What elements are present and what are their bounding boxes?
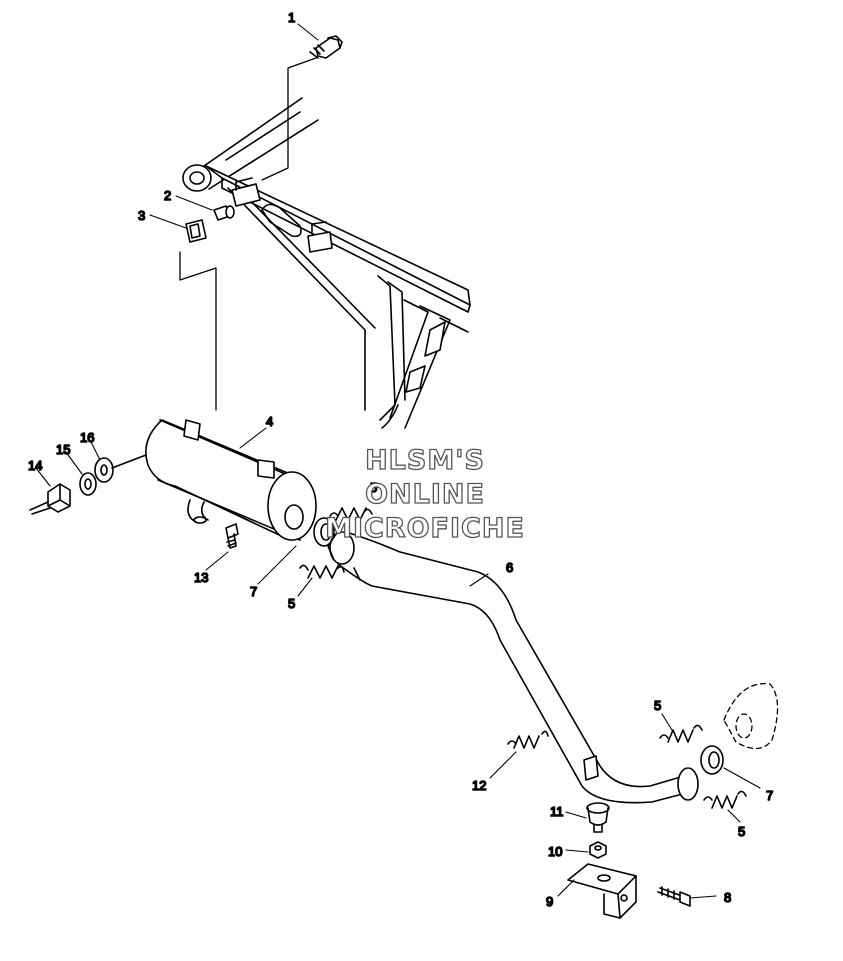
spring xyxy=(329,507,373,521)
callout-9: 9 xyxy=(546,894,553,909)
callout-13: 13 xyxy=(194,570,208,585)
spring xyxy=(299,564,345,579)
nut xyxy=(589,841,607,859)
isolator-bushing xyxy=(185,219,207,243)
callout-11: 11 xyxy=(550,804,564,819)
mount-bracket xyxy=(231,177,261,207)
mounting-hardware xyxy=(29,454,147,515)
muffler xyxy=(145,419,317,541)
callout-labels: 1 2 3 4 5 5 5 5 6 7 7 8 9 10 11 12 13 14… xyxy=(27,9,774,910)
callout-1: 1 xyxy=(288,10,295,25)
spring xyxy=(703,790,747,809)
screw xyxy=(225,523,239,549)
callout-7-rear: 7 xyxy=(766,788,773,803)
callout-6: 6 xyxy=(506,560,513,575)
callout-5-rear-upper: 5 xyxy=(654,698,661,713)
frame-rail xyxy=(182,97,471,429)
callout-4: 4 xyxy=(266,414,273,429)
exhaust-gasket-rear xyxy=(700,745,724,775)
engine-exhaust-port xyxy=(723,683,779,750)
callout-5-lower: 5 xyxy=(288,596,295,611)
rubber-mount xyxy=(586,802,610,833)
mounting-bracket xyxy=(567,863,637,919)
grommet xyxy=(213,205,235,221)
callout-2: 2 xyxy=(164,188,171,203)
bolt xyxy=(657,886,691,907)
bolt xyxy=(309,35,343,59)
leader-lines xyxy=(35,23,761,899)
callout-15: 15 xyxy=(56,442,70,457)
callout-10: 10 xyxy=(548,844,562,859)
callout-7-front: 7 xyxy=(250,584,257,599)
callout-16: 16 xyxy=(80,430,94,445)
callout-5-rear-lower: 5 xyxy=(738,824,745,839)
spring xyxy=(659,724,703,743)
exhaust-gasket xyxy=(313,517,335,547)
callout-3: 3 xyxy=(138,208,145,223)
callout-5-upper: 5 xyxy=(370,480,377,495)
exhaust-head-pipe xyxy=(327,531,699,804)
callout-14: 14 xyxy=(28,458,42,473)
callout-12: 12 xyxy=(472,778,486,793)
callout-8: 8 xyxy=(724,890,731,905)
spring xyxy=(507,730,549,749)
